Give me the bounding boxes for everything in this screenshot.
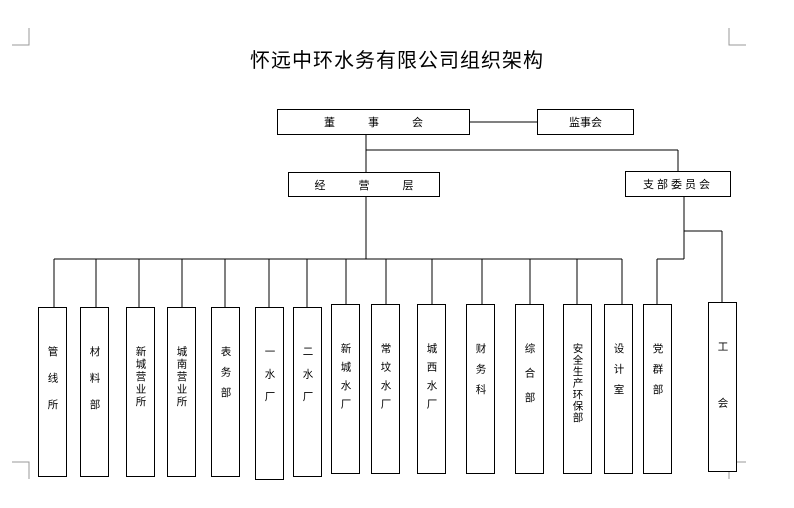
dept-box: 二水厂 [293, 307, 322, 477]
dept-label: 材料部 [88, 346, 101, 426]
dept-label: 城西水厂 [425, 343, 438, 417]
dept-box: 一水厂 [255, 307, 284, 480]
dept-box: 城南营业所 [167, 307, 196, 477]
dept-label: 表务部 [219, 346, 232, 408]
dept-label: 二水厂 [301, 346, 314, 414]
dept-box: 管线所 [38, 307, 67, 477]
chart-title: 怀远中环水务有限公司组织架构 [250, 48, 544, 72]
dept-label: 工会 [716, 341, 729, 454]
dept-label: 综合部 [523, 343, 536, 417]
node-party-branch: 支部委员会 [625, 171, 731, 197]
node-management: 经 营 层 [288, 172, 440, 197]
dept-box: 常坟水厂 [371, 304, 400, 474]
dept-label: 管线所 [46, 346, 59, 426]
node-board: 董 事 会 [277, 109, 470, 135]
node-supervisors-label: 监事会 [569, 116, 602, 129]
node-management-label: 经 营 层 [314, 178, 414, 192]
dept-box: 党群部 [643, 304, 672, 474]
dept-label: 党群部 [651, 343, 664, 405]
dept-label: 安全生产环保部 [571, 343, 584, 424]
dept-label: 设计室 [612, 343, 625, 405]
dept-box: 工会 [708, 302, 737, 472]
dept-box: 安全生产环保部 [563, 304, 592, 474]
dept-label: 新城水厂 [339, 343, 352, 417]
node-supervisors: 监事会 [537, 109, 634, 135]
dept-label: 财务科 [474, 343, 487, 405]
dept-box: 表务部 [211, 307, 240, 477]
dept-box: 设计室 [604, 304, 633, 474]
dept-label: 城南营业所 [175, 346, 188, 409]
dept-box: 新城水厂 [331, 304, 360, 474]
node-board-label: 董 事 会 [324, 116, 423, 129]
dept-box: 城西水厂 [417, 304, 446, 474]
dept-box: 材料部 [80, 307, 109, 477]
dept-box: 财务科 [466, 304, 495, 474]
dept-label: 新城营业所 [134, 346, 147, 409]
dept-label: 常坟水厂 [379, 343, 392, 417]
dept-box: 新城营业所 [126, 307, 155, 477]
dept-label: 一水厂 [263, 346, 276, 414]
dept-box: 综合部 [515, 304, 544, 474]
node-party-branch-label: 支部委员会 [643, 178, 713, 191]
